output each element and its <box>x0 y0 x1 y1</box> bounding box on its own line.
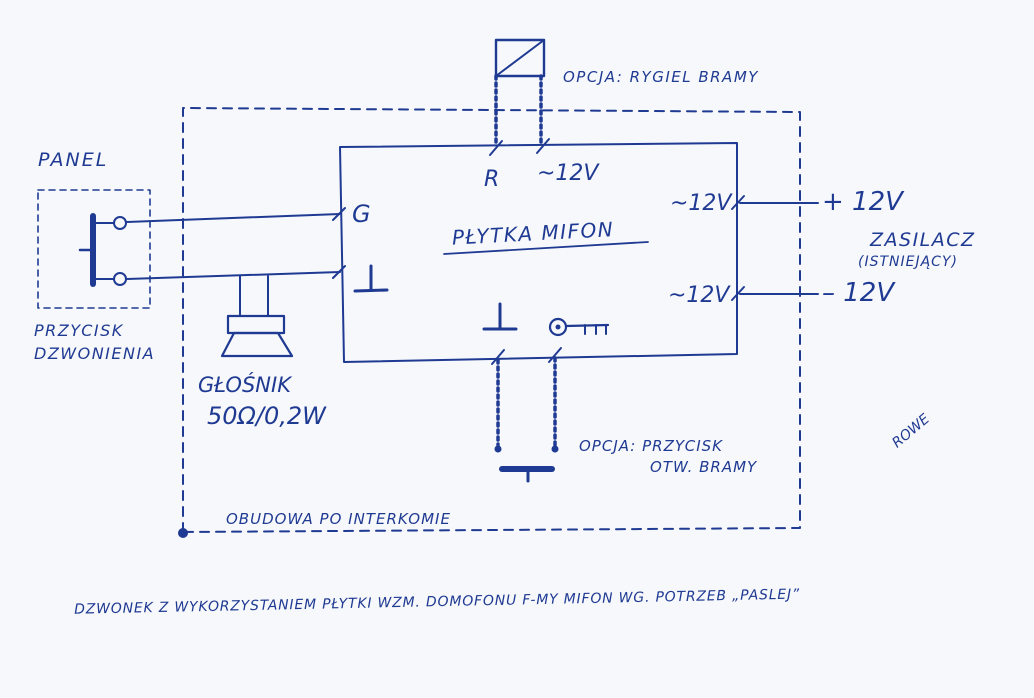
housing-corner-dot <box>178 528 188 538</box>
terminal-g-tick <box>332 207 346 221</box>
speaker-rating-label: 50Ω/0,2W <box>207 402 327 430</box>
speaker-icon <box>226 314 286 335</box>
terminal-ac12-right-bottom-label: ~12V <box>668 283 731 308</box>
terminal-g-label: G <box>352 200 371 228</box>
gate-button-terminal-left <box>494 445 502 453</box>
author-signature: ROWE <box>889 411 933 451</box>
key-shaft <box>564 323 610 328</box>
terminal-ac-top-tick <box>731 195 745 210</box>
board-label-underline <box>443 241 649 255</box>
doorbell-button-label: PRZYCISK <box>34 321 124 340</box>
terminal-ac-bottom-tick <box>731 286 745 301</box>
power-supply-sublabel: (ISTNIEJĄCY) <box>858 254 958 270</box>
terminal-key-tick <box>548 347 562 363</box>
power-supply-label: ZASILACZ <box>869 229 976 251</box>
option-gate-button-label-2: OTW. BRAMY <box>650 458 758 476</box>
speaker-leads <box>239 275 269 317</box>
supply-minus-label: – 12V <box>822 278 896 308</box>
speaker-label: GŁOŚNIK <box>198 372 293 397</box>
diagram-caption: DZWONEK Z WYKORZYSTANIEM PŁYTKI WZM. DOM… <box>74 587 800 618</box>
terminal-ac12-right-top-label: ~12V <box>670 191 733 216</box>
terminal-ground-tick <box>332 265 346 279</box>
terminal-ac12-top-label: ~12V <box>537 161 600 186</box>
option-gate-bolt-label: OPCJA: RYGIEL BRAMY <box>563 68 759 86</box>
wire-button-to-ground <box>125 271 341 280</box>
speaker-cone-icon <box>220 331 294 358</box>
wire-button-to-g <box>125 213 341 223</box>
button-terminal-bottom <box>113 272 127 286</box>
terminal-r-tick <box>489 140 503 156</box>
button-terminal-top <box>113 216 127 230</box>
mifon-board-outline <box>339 142 738 363</box>
gate-button-terminal-right <box>551 445 559 453</box>
terminal-r-label: R <box>484 167 499 192</box>
panel-outline <box>37 189 151 309</box>
housing-label: OBUDOWA PO INTERKOMIE <box>226 510 451 528</box>
relay-diagonal <box>495 39 545 77</box>
doorbell-button-label-2: DZWONIENIA <box>34 344 155 363</box>
option-gate-button-label: OPCJA: PRZYCISK <box>579 437 723 455</box>
terminal-ground2-tick <box>491 349 505 365</box>
supply-plus-label: + 12V <box>822 187 905 217</box>
gate-bolt-relay-icon <box>494 38 546 78</box>
key-icon-dot <box>555 324 561 330</box>
terminal-ac12-top-tick <box>536 138 550 154</box>
panel-label: PANEL <box>38 149 108 171</box>
housing-outline <box>182 107 801 533</box>
